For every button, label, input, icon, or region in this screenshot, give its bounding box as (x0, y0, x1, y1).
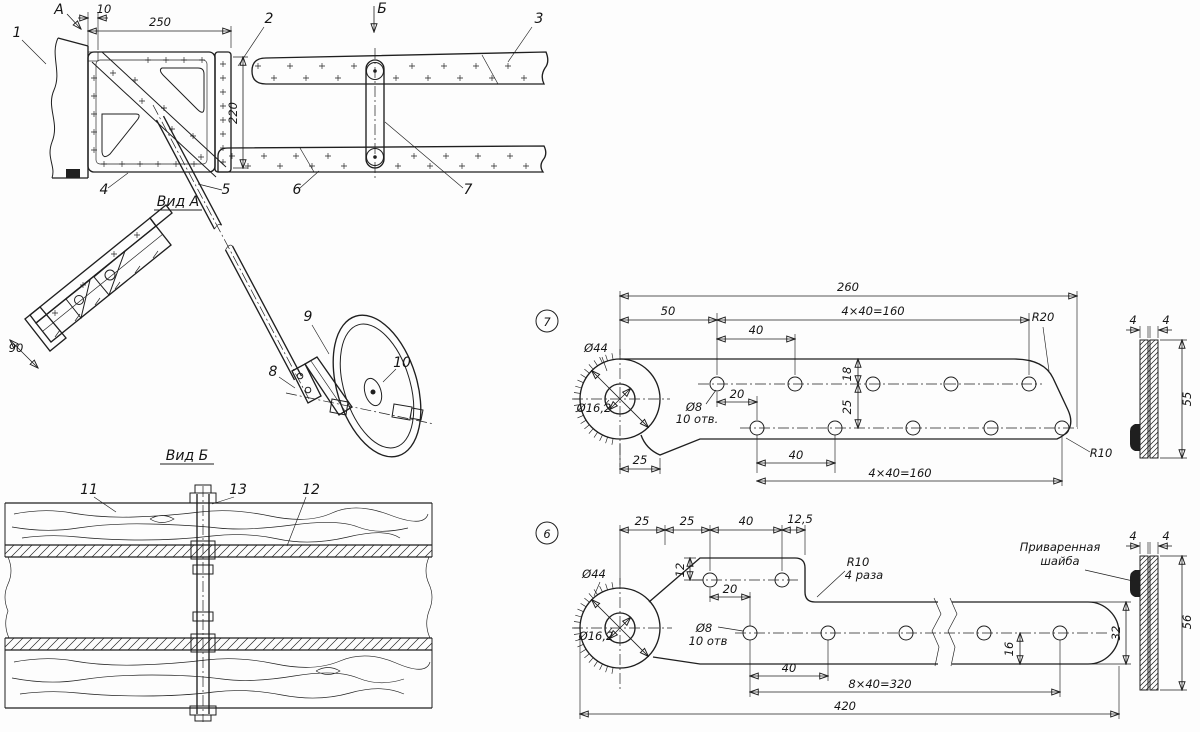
d7-dim-18: 18 (840, 367, 854, 382)
detail-6-knurl-and-hatch (573, 556, 1158, 690)
d7-dia-boss: Ø44 (583, 341, 608, 355)
d6-dim-row: 8×40=320 (848, 677, 911, 691)
view-a-title: Вид А (157, 194, 199, 210)
callout-8: 8 (269, 364, 278, 380)
dim-90: 90 (9, 341, 24, 355)
d7-thickness-1: 4 (1129, 313, 1136, 327)
dim-220: 220 (226, 102, 240, 124)
view-b-title: Вид Б (166, 448, 208, 464)
view-a-drawing: 90 Вид А (9, 194, 202, 368)
d6-dim-total: 420 (834, 699, 856, 713)
detail-6-number: 6 (543, 527, 550, 541)
callout-12: 12 (302, 482, 320, 498)
callout-7: 7 (464, 182, 473, 198)
d6-dim-16: 16 (1002, 642, 1016, 657)
d7-dim-row-top: 4×40=160 (841, 304, 904, 318)
callout-6: 6 (293, 182, 302, 198)
d7-dim-25: 25 (840, 400, 854, 415)
d6-dia-boss: Ø44 (581, 567, 606, 581)
d6-dim-12-5: 12,5 (787, 512, 813, 526)
d7-dia-hole: Ø16,2 (576, 401, 612, 415)
view-b-drawing: 11 12 13 Вид Б (4, 448, 433, 722)
callout-9: 9 (304, 309, 313, 325)
callout-1: 1 (13, 25, 22, 41)
d6-dim-25b: 25 (680, 514, 695, 528)
d7-dim-height: 55 (1180, 392, 1194, 407)
d6-holes-count: 10 отв (689, 634, 728, 648)
callout-3: 3 (535, 11, 544, 27)
rivet-marks (91, 57, 529, 169)
dim-10: 10 (97, 2, 112, 16)
callout-4: 4 (100, 182, 109, 198)
d7-dim-50: 50 (661, 304, 676, 318)
d6-dia-hole: Ø16,2 (578, 629, 614, 643)
d6-thickness-2: 4 (1162, 529, 1169, 543)
callout-13: 13 (229, 482, 247, 498)
d6-dim-32: 32 (1109, 626, 1123, 641)
d7-dim-40-bot: 40 (789, 448, 804, 462)
detail-6-drawing: 6 25 25 40 12, (535, 512, 1194, 719)
d6-radius-10: R10 (847, 555, 870, 569)
d6-washer-label-2: шайба (1040, 554, 1079, 568)
callout-11: 11 (80, 482, 98, 498)
d6-washer-label-1: Приваренная (1020, 540, 1101, 554)
bracket-assembly-view: 1 2 3 4 5 6 7 А Б 10 250 220 (13, 1, 549, 198)
view-arrow-b-label: Б (377, 1, 387, 17)
d6-radius-qty: 4 раза (845, 568, 883, 582)
d6-thickness-1: 4 (1129, 529, 1136, 543)
strut-and-wheel: 8 9 10 (152, 104, 435, 458)
d6-dim-12: 12 (673, 563, 687, 578)
d7-radius-10: R10 (1090, 446, 1113, 460)
section-mark (66, 169, 80, 178)
detail-7-knurl-and-hatch (573, 340, 1158, 458)
d7-holes-count: 10 отв. (676, 412, 718, 426)
d6-dim-25a: 25 (635, 514, 650, 528)
view-a-rivets (52, 232, 140, 316)
callout-2: 2 (265, 11, 274, 27)
d6-dim-40: 40 (739, 514, 754, 528)
detail-7-number: 7 (543, 315, 551, 329)
d7-dim-row-bot: 4×40=160 (868, 466, 931, 480)
welded-washer-section (1130, 424, 1140, 451)
callout-5: 5 (222, 182, 231, 198)
strap-hatching (5, 545, 432, 650)
view-arrow-a-label: А (53, 2, 64, 18)
d7-radius-20: R20 (1032, 310, 1055, 324)
d6-dim-40-bot: 40 (782, 661, 797, 675)
d7-dim-40: 40 (749, 323, 764, 337)
d6-dim-20: 20 (723, 582, 738, 596)
d6-dim-height: 56 (1180, 615, 1194, 630)
d7-dim-total: 260 (837, 280, 859, 294)
d7-thickness-2: 4 (1162, 313, 1169, 327)
d7-dia-small: Ø8 (685, 400, 702, 414)
dim-250: 250 (149, 15, 171, 29)
callout-10: 10 (393, 355, 411, 371)
detail-7-drawing: 7 260 50 4×40=160 40 (535, 280, 1194, 486)
d6-dia-small: Ø8 (695, 621, 712, 635)
welded-washer-section (1130, 570, 1140, 597)
d7-dim-25-left: 25 (633, 453, 648, 467)
d7-dim-20: 20 (730, 387, 745, 401)
